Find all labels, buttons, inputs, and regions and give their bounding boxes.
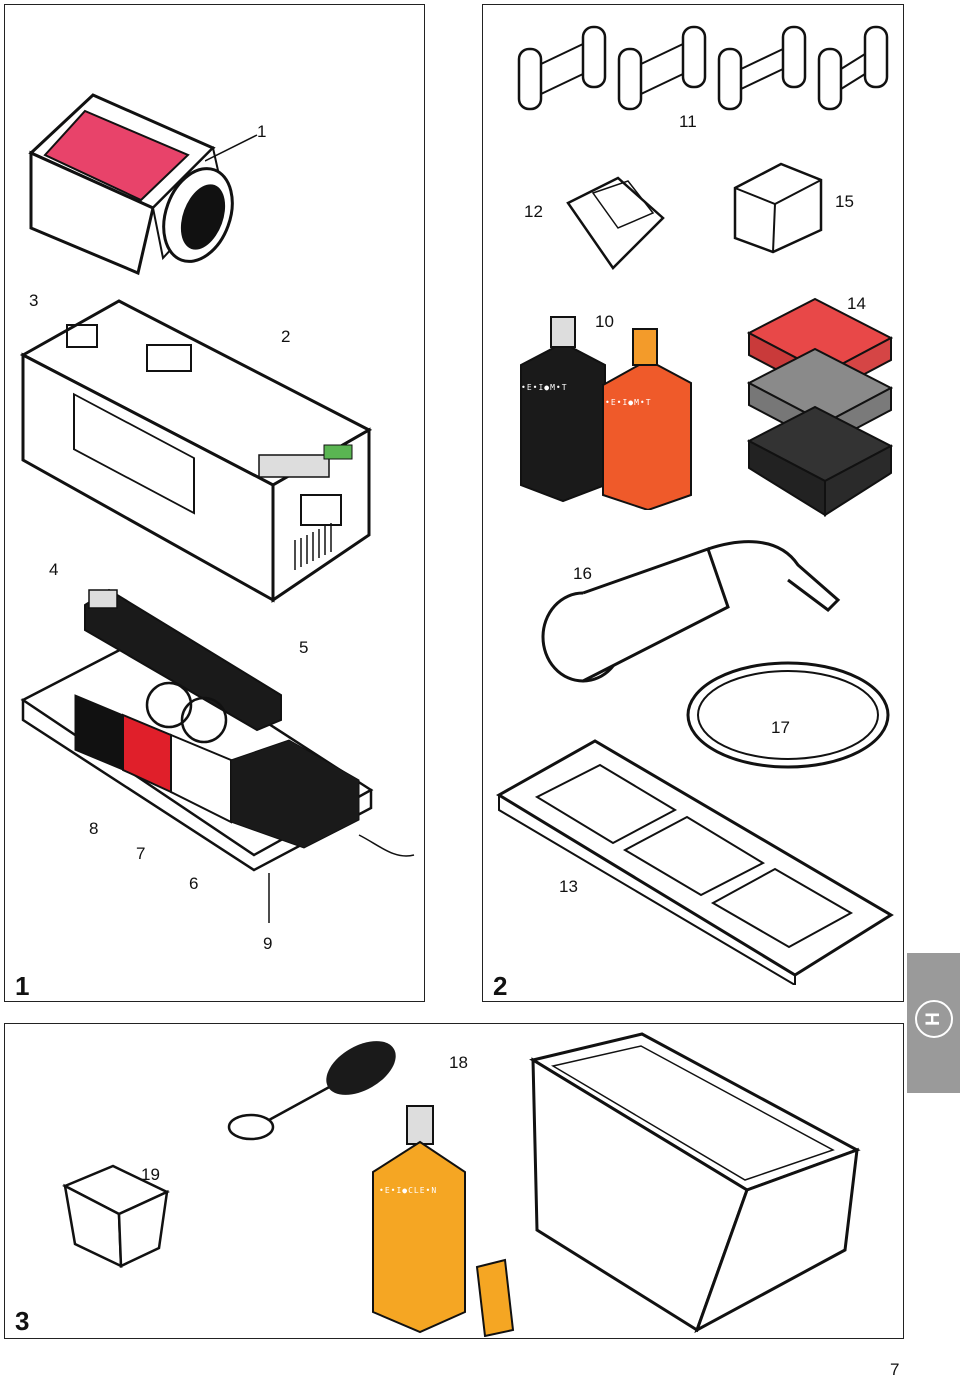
callout-12: 12	[524, 202, 543, 221]
callout-4: 4	[49, 560, 59, 579]
chemistry-bottles-illustration	[520, 316, 692, 510]
filter-head-illustration	[28, 93, 234, 276]
hose-ring-illustration	[686, 661, 890, 769]
small-tray-illustration	[62, 1164, 170, 1269]
callout-19: 19	[141, 1165, 160, 1184]
figure-panel-1: 1 3 2 4 5 8 7 6 9 1	[4, 4, 425, 1002]
callout-1: 1	[257, 122, 267, 141]
cleaner-bottle-illustration	[372, 1105, 515, 1337]
callout-2: 2	[281, 327, 291, 346]
callout-11: 11	[679, 112, 697, 131]
large-tank-illustration	[529, 1032, 861, 1334]
bottle-label-black: •E•I●M•T	[521, 383, 568, 392]
leader-line	[268, 873, 270, 923]
panel-number: 1	[15, 971, 30, 1001]
callout-15: 15	[835, 192, 854, 211]
callout-13: 13	[559, 877, 578, 896]
cover-cap-illustration	[733, 162, 823, 254]
language-tab: H	[907, 953, 960, 1093]
callout-17: 17	[771, 718, 790, 737]
bottle-label-red: •E•I●M•T	[605, 398, 652, 407]
callout-5: 5	[299, 638, 309, 657]
callout-10: 10	[595, 312, 614, 331]
panel-number: 2	[493, 971, 508, 1001]
stacked-blocks-illustration	[746, 297, 894, 517]
bottle-label-orange: •E•I●CLE•N	[379, 1186, 438, 1195]
callout-6: 6	[189, 874, 199, 893]
panel-number: 3	[15, 1306, 30, 1336]
processor-housing-illustration	[19, 299, 373, 603]
callout-7: 7	[136, 844, 146, 863]
figure-panel-2: 11 12 15 •E•I●M•T •E•I●M•T 10 14 16	[482, 4, 904, 1002]
callout-8: 8	[89, 819, 99, 838]
callout-3: 3	[29, 291, 39, 310]
language-tab-label: H	[915, 1000, 953, 1038]
callout-16: 16	[573, 564, 592, 583]
leader-line	[205, 134, 258, 162]
film-holders-illustration	[517, 25, 889, 111]
cleaning-brush-illustration	[227, 1041, 396, 1141]
figure-panel-3: 18 •E•I●CLE•N 19 3	[4, 1023, 904, 1339]
tank-assembly-illustration	[20, 588, 415, 872]
callout-18: 18	[449, 1053, 468, 1072]
bellows-pump-illustration	[541, 540, 841, 683]
film-clip-illustration	[566, 176, 665, 270]
callout-9: 9	[263, 934, 273, 953]
callout-14: 14	[847, 294, 866, 313]
page-number: 7	[890, 1360, 900, 1379]
negative-frame-illustration	[496, 739, 894, 985]
